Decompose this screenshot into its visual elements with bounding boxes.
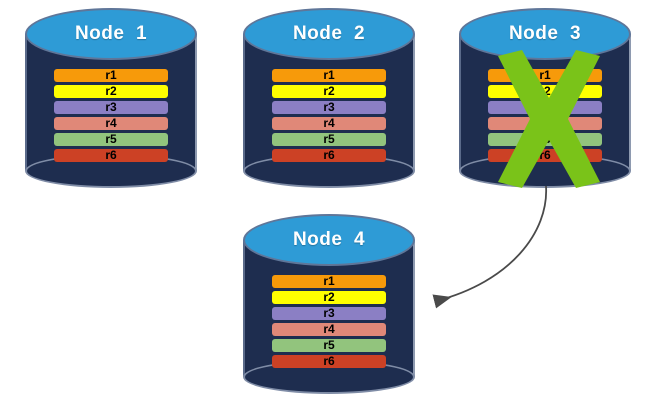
record-label: r2 (539, 84, 551, 98)
node-2[interactable]: Node 2 r1 r2 r3 r4 r5 r6 (243, 8, 415, 188)
record-label: r5 (105, 132, 117, 146)
node-1-record-r4[interactable]: r4 (54, 117, 168, 130)
record-label: r1 (323, 274, 335, 288)
node-3-record-r5[interactable]: r5 (488, 133, 602, 146)
node-3-title: Node 3 (508, 23, 582, 44)
record-label: r3 (323, 100, 335, 114)
record-label: r6 (539, 148, 551, 162)
node-4[interactable]: Node 4 r1 r2 r3 r4 r5 r6 (243, 214, 415, 394)
node-1-record-r1[interactable]: r1 (54, 69, 168, 82)
record-label: r2 (323, 290, 335, 304)
node-4-record-r1[interactable]: r1 (272, 275, 386, 288)
node-4-record-r3[interactable]: r3 (272, 307, 386, 320)
node-3[interactable]: Node 3 r1 r2 r3 r4 r5 r6 (459, 8, 631, 188)
node-4-record-r4[interactable]: r4 (272, 323, 386, 336)
record-label: r4 (323, 322, 335, 336)
record-label: r3 (105, 100, 117, 114)
record-label: r6 (105, 148, 117, 162)
node-2-record-r6[interactable]: r6 (272, 149, 386, 162)
record-label: r4 (105, 116, 117, 130)
node-2-top: Node 2 (243, 8, 415, 60)
node-4-record-r2[interactable]: r2 (272, 291, 386, 304)
node-1-records: r1 r2 r3 r4 r5 r6 (25, 69, 197, 162)
node-1-record-r2[interactable]: r2 (54, 85, 168, 98)
node-4-record-r5[interactable]: r5 (272, 339, 386, 352)
node-2-record-r1[interactable]: r1 (272, 69, 386, 82)
node-4-record-r6[interactable]: r6 (272, 355, 386, 368)
node-1-record-r6[interactable]: r6 (54, 149, 168, 162)
record-label: r2 (105, 84, 117, 98)
node-4-records: r1 r2 r3 r4 r5 r6 (243, 275, 415, 368)
record-label: r3 (323, 306, 335, 320)
node-2-record-r2[interactable]: r2 (272, 85, 386, 98)
node-2-record-r3[interactable]: r3 (272, 101, 386, 114)
node-2-title: Node 2 (292, 23, 366, 44)
node-1-record-r5[interactable]: r5 (54, 133, 168, 146)
record-label: r5 (539, 132, 551, 146)
record-label: r1 (105, 68, 117, 82)
node-3-record-r3[interactable]: r3 (488, 101, 602, 114)
node-3-record-r1[interactable]: r1 (488, 69, 602, 82)
node-4-title: Node 4 (292, 229, 366, 250)
record-label: r3 (539, 100, 551, 114)
record-label: r5 (323, 132, 335, 146)
node-3-record-r6[interactable]: r6 (488, 149, 602, 162)
record-label: r4 (323, 116, 335, 130)
record-label: r6 (323, 148, 335, 162)
record-label: r2 (323, 84, 335, 98)
record-label: r6 (323, 354, 335, 368)
node-1-top: Node 1 (25, 8, 197, 60)
record-label: r5 (323, 338, 335, 352)
node-3-top: Node 3 (459, 8, 631, 60)
record-label: r1 (539, 68, 551, 82)
node-2-records: r1 r2 r3 r4 r5 r6 (243, 69, 415, 162)
record-label: r4 (539, 116, 551, 130)
node-3-records: r1 r2 r3 r4 r5 r6 (459, 69, 631, 162)
record-label: r1 (323, 68, 335, 82)
node-1-title: Node 1 (74, 23, 148, 44)
node-2-record-r5[interactable]: r5 (272, 133, 386, 146)
node-3-record-r2[interactable]: r2 (488, 85, 602, 98)
node-4-top: Node 4 (243, 214, 415, 266)
node-3-record-r4[interactable]: r4 (488, 117, 602, 130)
node-1[interactable]: Node 1 r1 r2 r3 r4 r5 r6 (25, 8, 197, 188)
node-2-record-r4[interactable]: r4 (272, 117, 386, 130)
node-1-record-r3[interactable]: r3 (54, 101, 168, 114)
